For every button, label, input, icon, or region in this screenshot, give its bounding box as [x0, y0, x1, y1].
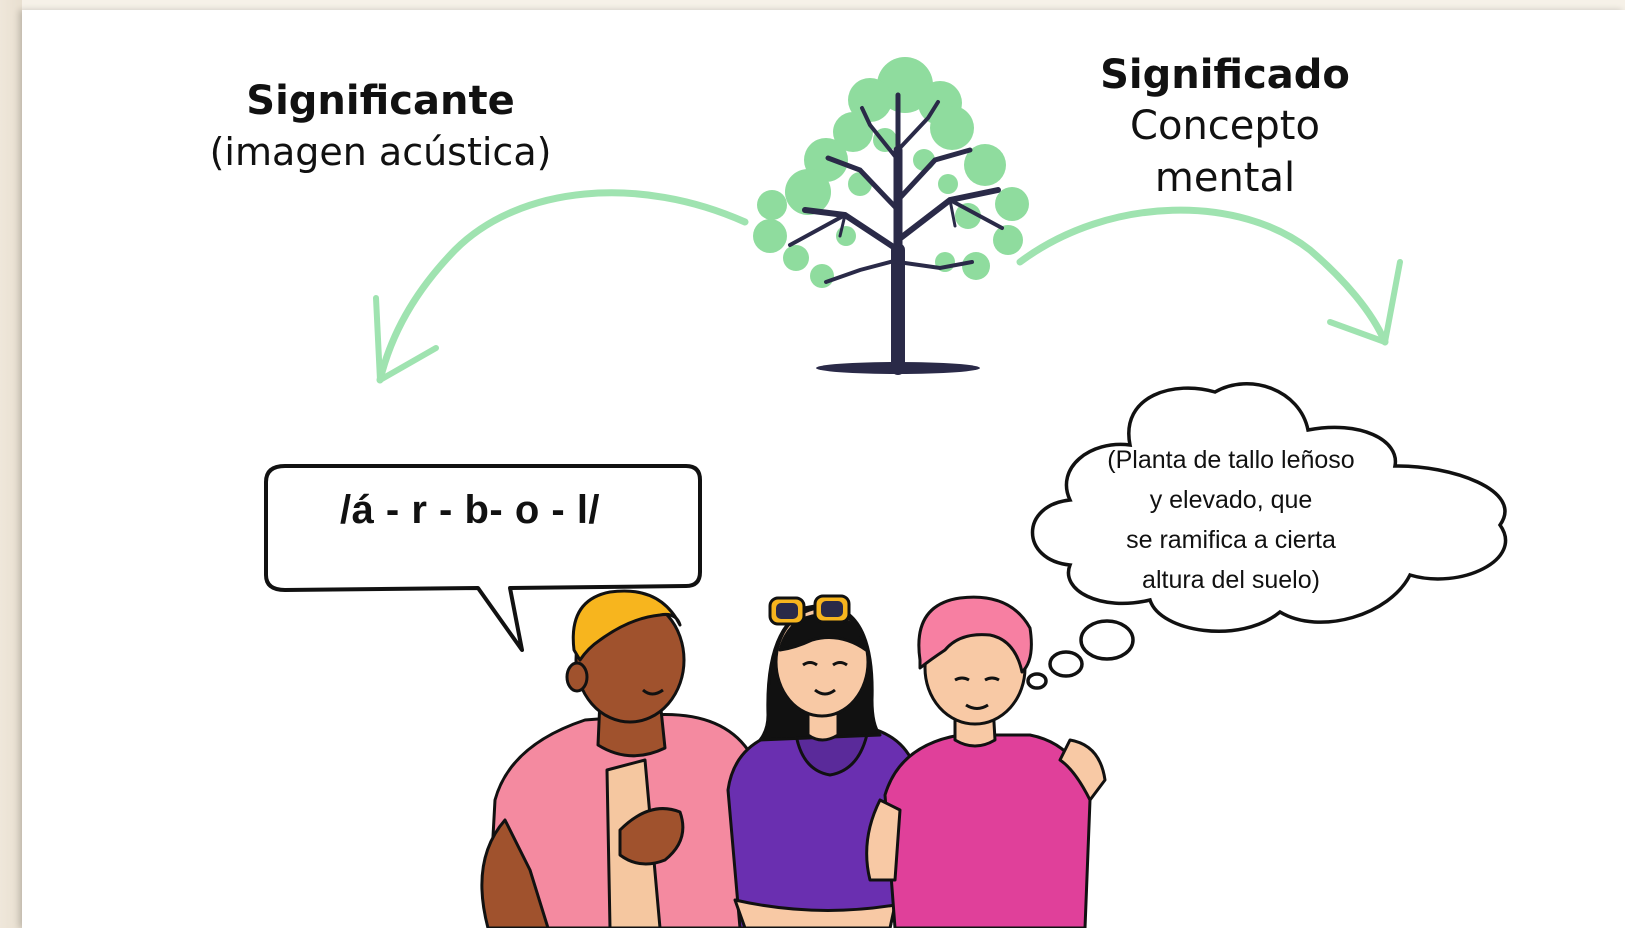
thought-line: se ramifica a cierta: [1126, 526, 1336, 554]
signifier-subtitle: (imagen acústica): [209, 130, 552, 174]
thought-bubble: [1026, 382, 1508, 690]
signified-title: Significado: [1100, 52, 1350, 98]
curved-arrow-left-icon: [373, 189, 749, 384]
curved-arrow-right-icon: [1016, 206, 1403, 346]
thought-line: (Planta de tallo leñoso: [1107, 446, 1355, 474]
speech-bubble-text: /á - r - b- o - l/: [339, 488, 601, 532]
tree-icon: [753, 57, 1029, 375]
people-group-illustration: [480, 589, 1107, 928]
thought-bubble-text: (Planta de tallo leñoso y elevado, que s…: [1066, 440, 1396, 600]
signified-heading: Significado Concepto mental: [1060, 50, 1390, 204]
background-strip: [0, 0, 22, 928]
thought-line: y elevado, que: [1149, 486, 1313, 514]
signified-subtitle: Concepto mental: [1130, 103, 1320, 201]
signifier-title: Significante: [246, 78, 515, 124]
thought-line: altura del suelo): [1142, 566, 1320, 594]
signifier-heading: Significante (imagen acústica): [208, 76, 553, 178]
speech-bubble: [264, 464, 702, 652]
